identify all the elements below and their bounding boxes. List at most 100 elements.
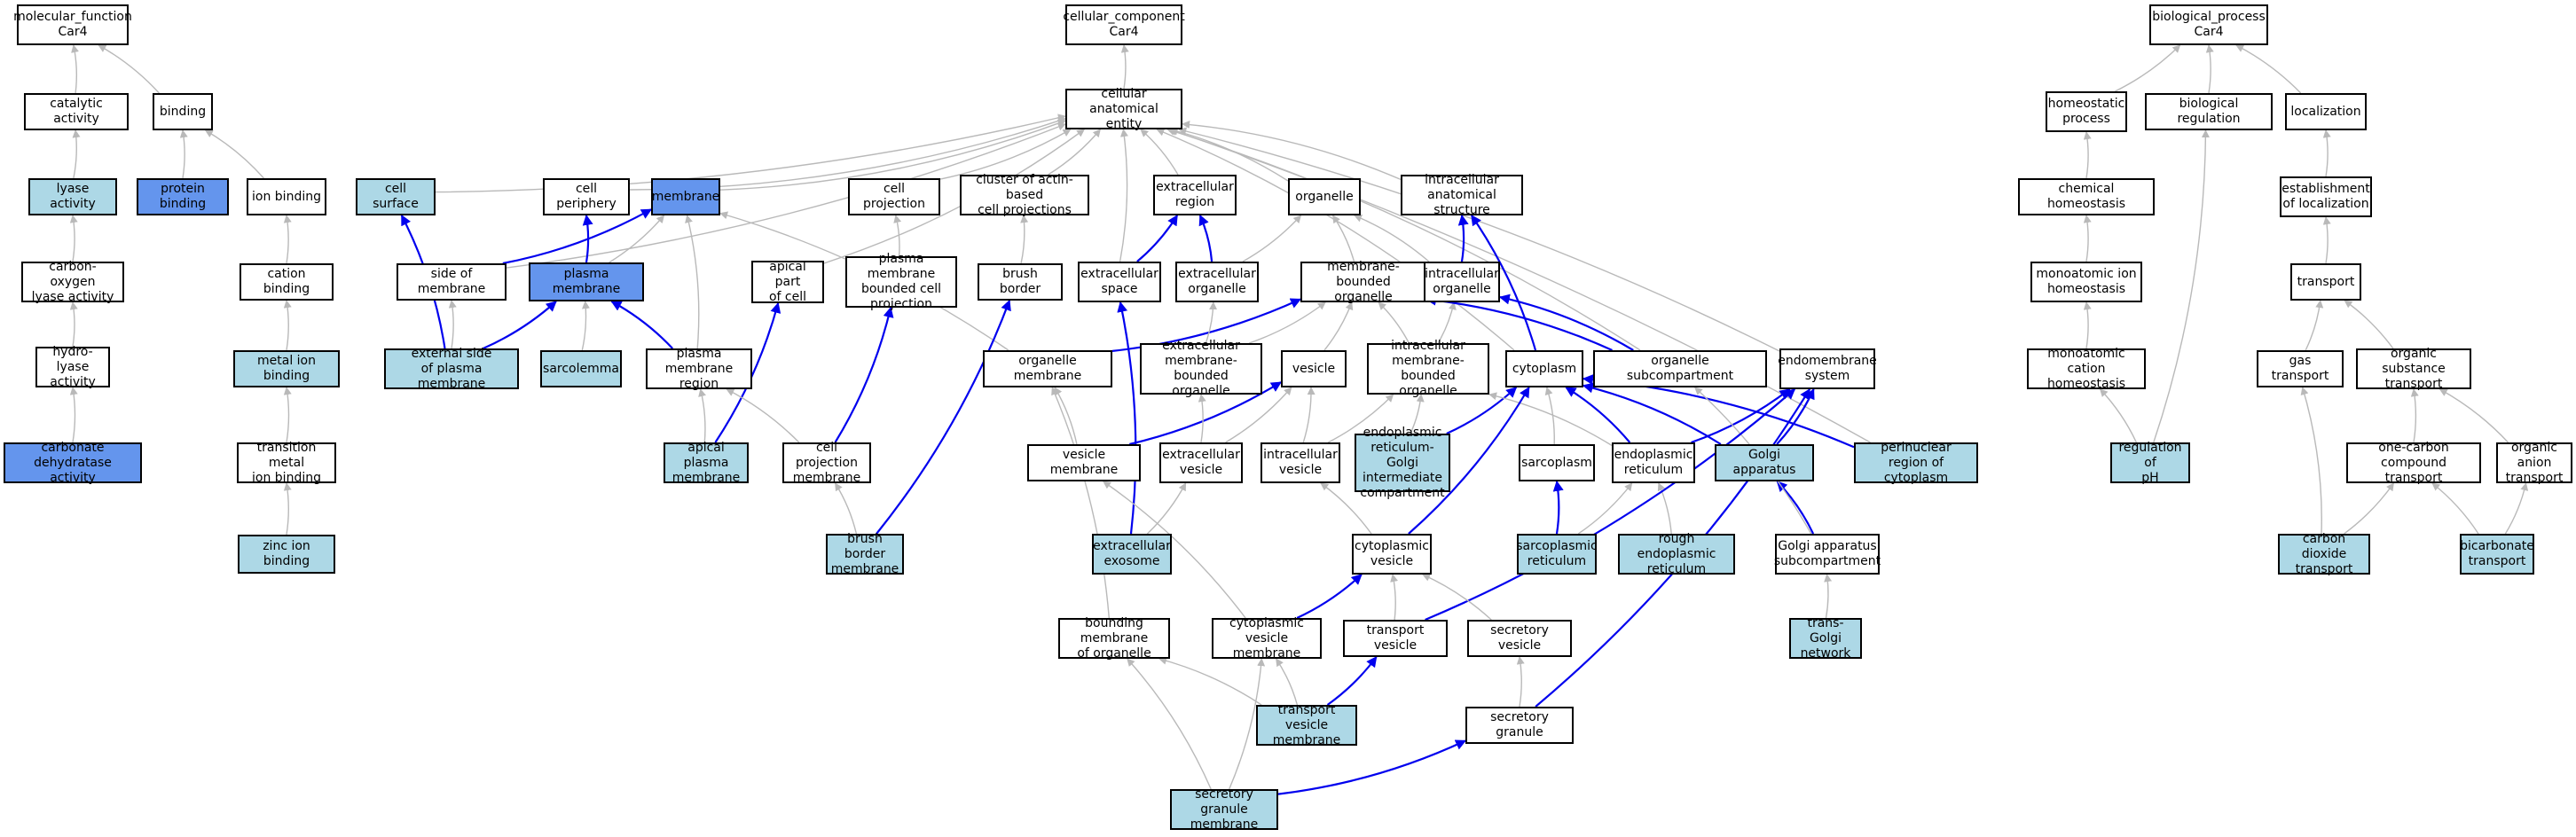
edge-is-a <box>1168 128 1871 443</box>
edge-is-a <box>835 482 858 535</box>
edge-is-a <box>1276 658 1299 706</box>
go-term-node-extracellular-exosome: extracellular exosome <box>1092 534 1172 575</box>
go-term-node-vesicle: vesicle <box>1281 350 1347 387</box>
edge-part-of <box>1470 215 1537 351</box>
go-term-node-co-lyase: carbon-oxygen lyase activity <box>21 260 124 304</box>
go-term-node-membrane-bounded: membrane-bounded organelle <box>1300 260 1426 304</box>
go-term-node-sg-membrane: secretory granule membrane <box>1170 787 1278 832</box>
edge-is-a <box>1127 658 1212 790</box>
go-term-node-sarcoplasmic-reticulum: sarcoplasmic reticulum <box>1516 534 1598 575</box>
edge-is-a <box>2431 482 2479 535</box>
edge-is-a <box>1225 387 1292 443</box>
go-term-node-cluster-actin: cluster of actin-based cell projections <box>960 173 1089 217</box>
edge-part-of <box>1277 739 1467 795</box>
go-term-node-brush-border-membrane: brush border membrane <box>826 532 904 576</box>
go-term-node-intracellular-organelle: intracellular organelle <box>1424 262 1500 302</box>
go-term-node-protein-binding: protein binding <box>137 178 229 215</box>
go-term-node-cation-homeostasis: monoatomic cation homeostasis <box>2027 347 2146 391</box>
edge-part-of <box>483 301 557 350</box>
edge-part-of <box>1296 574 1363 619</box>
go-term-node-chem-homeostasis: chemical homeostasis <box>2018 178 2155 215</box>
edge-part-of <box>1198 214 1213 262</box>
edge-is-a <box>1248 301 1326 344</box>
go-term-node-intra-mb-organelle: intracellular membrane-bounded organelle <box>1367 339 1489 398</box>
go-term-node-extracellular-organelle: extracellular organelle <box>1175 262 1259 302</box>
go-term-node-zinc: zinc ion binding <box>238 535 335 574</box>
go-term-node-apical-part: apical part of cell <box>751 260 824 304</box>
go-term-node-organelle-membrane: organelle membrane <box>983 350 1112 387</box>
go-term-node-localization: localization <box>2285 93 2367 130</box>
edge-part-of <box>1326 656 1378 706</box>
go-term-node-cae: cellular anatomical entity <box>1065 87 1182 131</box>
edge-is-a <box>2344 482 2394 535</box>
go-term-node-transport: transport <box>2290 263 2361 301</box>
edge-is-a <box>69 301 78 348</box>
go-term-node-transport-vesicle: transport vesicle <box>1343 620 1448 657</box>
go-term-node-organic-anion: organic anion transport <box>2496 441 2572 485</box>
go-term-node-intracellular-as: intracellular anatomical structure <box>1401 173 1523 217</box>
edge-is-a <box>2099 388 2138 443</box>
go-term-node-vesicle-membrane: vesicle membrane <box>1027 444 1141 481</box>
go-term-node-extracellular-region: extracellular region <box>1153 175 1237 215</box>
edge-is-a <box>1166 128 1641 351</box>
edge-part-of <box>1552 480 1564 535</box>
edge-is-a <box>1302 387 1315 443</box>
edge-part-of <box>502 208 653 265</box>
go-term-node-cyto-vesicle: cytoplasmic vesicle <box>1352 534 1432 575</box>
edge-part-of <box>1691 388 1791 444</box>
go-term-node-apical-pm: apical plasma membrane <box>664 441 749 485</box>
go-term-node-intracellular-vesicle: intracellular vesicle <box>1261 442 1340 483</box>
go-term-node-organic-transport: organic substance transport <box>2356 347 2471 391</box>
edge-is-a <box>1488 392 1613 446</box>
go-term-node-cell-periphery: cell periphery <box>543 178 630 215</box>
go-term-node-bio-regulation: biological regulation <box>2145 93 2273 130</box>
edge-is-a <box>2344 300 2394 349</box>
edge-is-a <box>204 129 264 179</box>
edge-is-a <box>283 387 292 443</box>
go-term-node-brush-border: brush border <box>978 263 1063 301</box>
edge-is-a <box>1020 215 1029 264</box>
edge-is-a <box>1140 129 1179 176</box>
go-term-node-golgi-sub: Golgi apparatus subcompartment <box>1774 534 1881 575</box>
edge-is-a <box>2504 482 2529 535</box>
go-term-node-tv-membrane: transport vesicle membrane <box>1256 703 1357 747</box>
go-term-node-bp-root: biological_process Car4 <box>2149 4 2268 45</box>
edge-is-a <box>1327 394 1394 443</box>
edge-is-a <box>1332 215 1355 262</box>
edge-is-a <box>2083 131 2092 179</box>
edge-part-of <box>1136 214 1179 262</box>
go-term-node-carbonate: carbonate dehydratase activity <box>4 441 142 485</box>
go-term-node-co2-transport: carbon dioxide transport <box>2278 532 2370 576</box>
go-term-node-perinuclear: perinuclear region of cytoplasm <box>1854 441 1978 485</box>
go-term-node-endomembrane: endomembrane system <box>1778 348 1877 389</box>
edge-part-of <box>1408 386 1530 535</box>
go-term-node-er: endoplasmic reticulum <box>1612 442 1695 483</box>
go-term-node-gas-transport: gas transport <box>2257 350 2344 387</box>
edge-is-a <box>726 388 800 443</box>
go-term-node-ion-binding: ion binding <box>247 178 326 215</box>
edge-is-a <box>1378 301 1410 344</box>
go-term-node-cytoplasm: cytoplasm <box>1505 350 1583 387</box>
edge-is-a <box>2305 300 2324 351</box>
edge-part-of <box>1565 387 1631 443</box>
edge-is-a <box>2205 44 2214 94</box>
edge-is-a <box>581 301 590 351</box>
edge-is-a <box>71 44 79 94</box>
go-term-node-sarcoplasm: sarcoplasm <box>1519 444 1595 481</box>
edge-is-a <box>2322 129 2331 177</box>
edge-is-a <box>98 44 160 94</box>
edge-is-a <box>2083 301 2092 349</box>
edge-is-a <box>2439 388 2509 443</box>
edge-is-a <box>1657 482 1672 535</box>
edge-part-of <box>1498 293 1634 351</box>
edge-is-a <box>283 482 292 536</box>
go-term-node-organelle-subcompartment: organelle subcompartment <box>1593 350 1767 387</box>
go-term-node-external-side: external side of plasma membrane <box>384 347 519 391</box>
go-term-node-ion-homeostasis: monoatomic ion homeostasis <box>2030 262 2142 302</box>
edge-is-a <box>283 300 292 351</box>
edge-is-a <box>1516 656 1525 708</box>
go-term-node-lyase: lyase activity <box>28 178 117 215</box>
edge-is-a <box>609 215 665 263</box>
edge-is-a <box>893 215 902 257</box>
